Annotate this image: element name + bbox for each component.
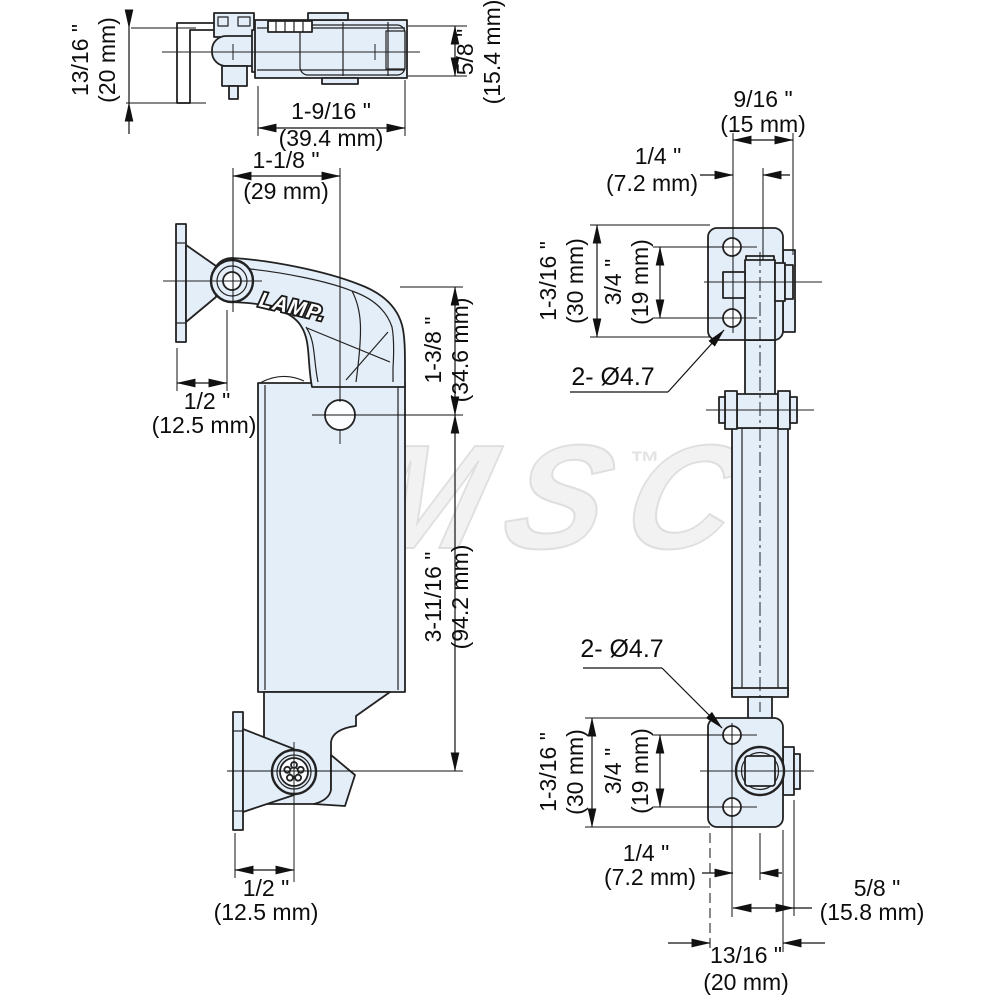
side-dim-arm-reach: 1-1/8 " (29 mm) — [232, 147, 341, 402]
dim-top-height-mm: (15.4 mm) — [479, 0, 505, 104]
watermark-text: MSC — [344, 414, 780, 579]
dim-pin-width-in: 5/8 " — [854, 875, 901, 901]
front-dim-top-width: 9/16 " (15 mm) — [720, 86, 806, 333]
front-dim-plate-bottom-height: 1-3/16 " (30 mm) — [535, 717, 710, 828]
hole-callout-bottom: 2- Ø4.7 — [580, 635, 663, 663]
dim-plate-top-h-mm: (30 mm) — [562, 238, 588, 324]
top-view-tab-top — [307, 12, 349, 21]
front-callout-top: 2- Ø4.7 — [570, 329, 725, 393]
dim-top-offset-in: 1/4 " — [635, 143, 682, 169]
side-cone-top — [185, 244, 217, 323]
top-view-dim-depth: 13/16 " (20 mm) — [67, 9, 206, 134]
dim-body-height-in: 3-11/16 " — [420, 552, 446, 643]
top-view-stem — [221, 65, 248, 87]
side-dim-flange-top: 1/2 " (12.5 mm) — [152, 310, 257, 438]
dim-flange-top-in: 1/2 " — [184, 388, 231, 414]
top-view-bracket — [176, 22, 216, 104]
dim-arm-reach-mm: (29 mm) — [243, 178, 329, 204]
front-dim-bottom-offset: 1/4 " (7.2 mm) — [604, 723, 782, 917]
side-dim-arm-height: 1-3/8 " (34.6 mm) — [312, 286, 473, 416]
top-view-dim-height: 5/8 " (15.4 mm) — [408, 0, 505, 104]
dim-bot-offset-mm: (7.2 mm) — [604, 864, 696, 890]
dim-holes-bot-mm: (19 mm) — [627, 728, 653, 814]
dim-plate-width-in: 13/16 " — [710, 942, 782, 968]
dim-arm-height-mm: (34.6 mm) — [447, 298, 473, 403]
dim-flange-bottom-in: 1/2 " — [243, 875, 290, 901]
dim-top-height-in: 5/8 " — [452, 29, 478, 76]
dim-top-width-in: 9/16 " — [733, 86, 792, 112]
dim-plate-bot-h-in: 1-3/16 " — [535, 732, 561, 812]
dim-top-depth-mm: (20 mm) — [94, 17, 120, 103]
side-body — [257, 382, 406, 693]
dim-arm-reach-in: 1-1/8 " — [253, 147, 320, 173]
dim-top-length-in: 1-9/16 " — [291, 98, 371, 124]
front-dim-plate-top-height: 1-3/16 " (30 mm) — [535, 224, 710, 338]
top-view-teeth — [267, 20, 313, 33]
watermark-tm: ™ — [630, 446, 660, 479]
front-dim-pin-width: 5/8 " (15.8 mm) — [732, 800, 925, 925]
dim-top-offset-mm: (7.2 mm) — [606, 170, 698, 196]
side-dim-flange-bottom: 1/2 " (12.5 mm) — [214, 833, 319, 925]
dim-plate-bot-h-mm: (30 mm) — [562, 729, 588, 815]
side-dim-body-height: 3-11/16 " (94.2 mm) — [227, 414, 473, 772]
side-flange-top — [175, 223, 187, 343]
dim-plate-top-h-in: 1-3/16 " — [535, 241, 561, 321]
dim-bot-offset-in: 1/4 " — [623, 840, 670, 866]
dim-flange-top-mm: (12.5 mm) — [152, 412, 257, 438]
dim-body-height-mm: (94.2 mm) — [447, 545, 473, 650]
watermark: MSC ™ — [343, 413, 781, 580]
hole-callout-top: 2- Ø4.7 — [571, 363, 654, 391]
front-dim-plate-width: 13/16 " (20 mm) — [668, 830, 825, 995]
dim-holes-bot-in: 3/4 " — [600, 748, 626, 795]
top-view-dim-length: 1-9/16 " (39.4 mm) — [257, 80, 406, 151]
dim-plate-width-mm: (20 mm) — [703, 969, 789, 995]
dim-top-length-mm: (39.4 mm) — [279, 125, 384, 151]
top-view-tab-bottom — [321, 77, 359, 85]
dim-top-width-mm: (15 mm) — [720, 111, 806, 137]
front-view: 9/16 " (15 mm) 1/4 " (7.2 mm) 1-3/16 " (… — [535, 86, 924, 995]
dim-holes-top-mm: (19 mm) — [627, 239, 653, 325]
top-view: 13/16 " (20 mm) 5/8 " (15.4 mm) 1-9/16 "… — [67, 0, 505, 151]
dim-top-depth-in: 13/16 " — [67, 24, 93, 96]
dim-holes-top-in: 3/4 " — [600, 259, 626, 306]
dim-pin-width-mm: (15.8 mm) — [820, 899, 925, 925]
dim-flange-bottom-mm: (12.5 mm) — [214, 899, 319, 925]
side-view: LAMP. 1-1/8 " — [152, 147, 473, 925]
front-dim-top-offset: 1/4 " (7.2 mm) — [606, 143, 790, 260]
front-callout-bottom: 2- Ø4.7 — [580, 635, 723, 729]
dim-arm-height-in: 1-3/8 " — [420, 317, 446, 384]
front-dim-holes-top: 3/4 " (19 mm) — [600, 239, 723, 325]
front-dim-holes-bottom: 3/4 " (19 mm) — [600, 728, 723, 814]
